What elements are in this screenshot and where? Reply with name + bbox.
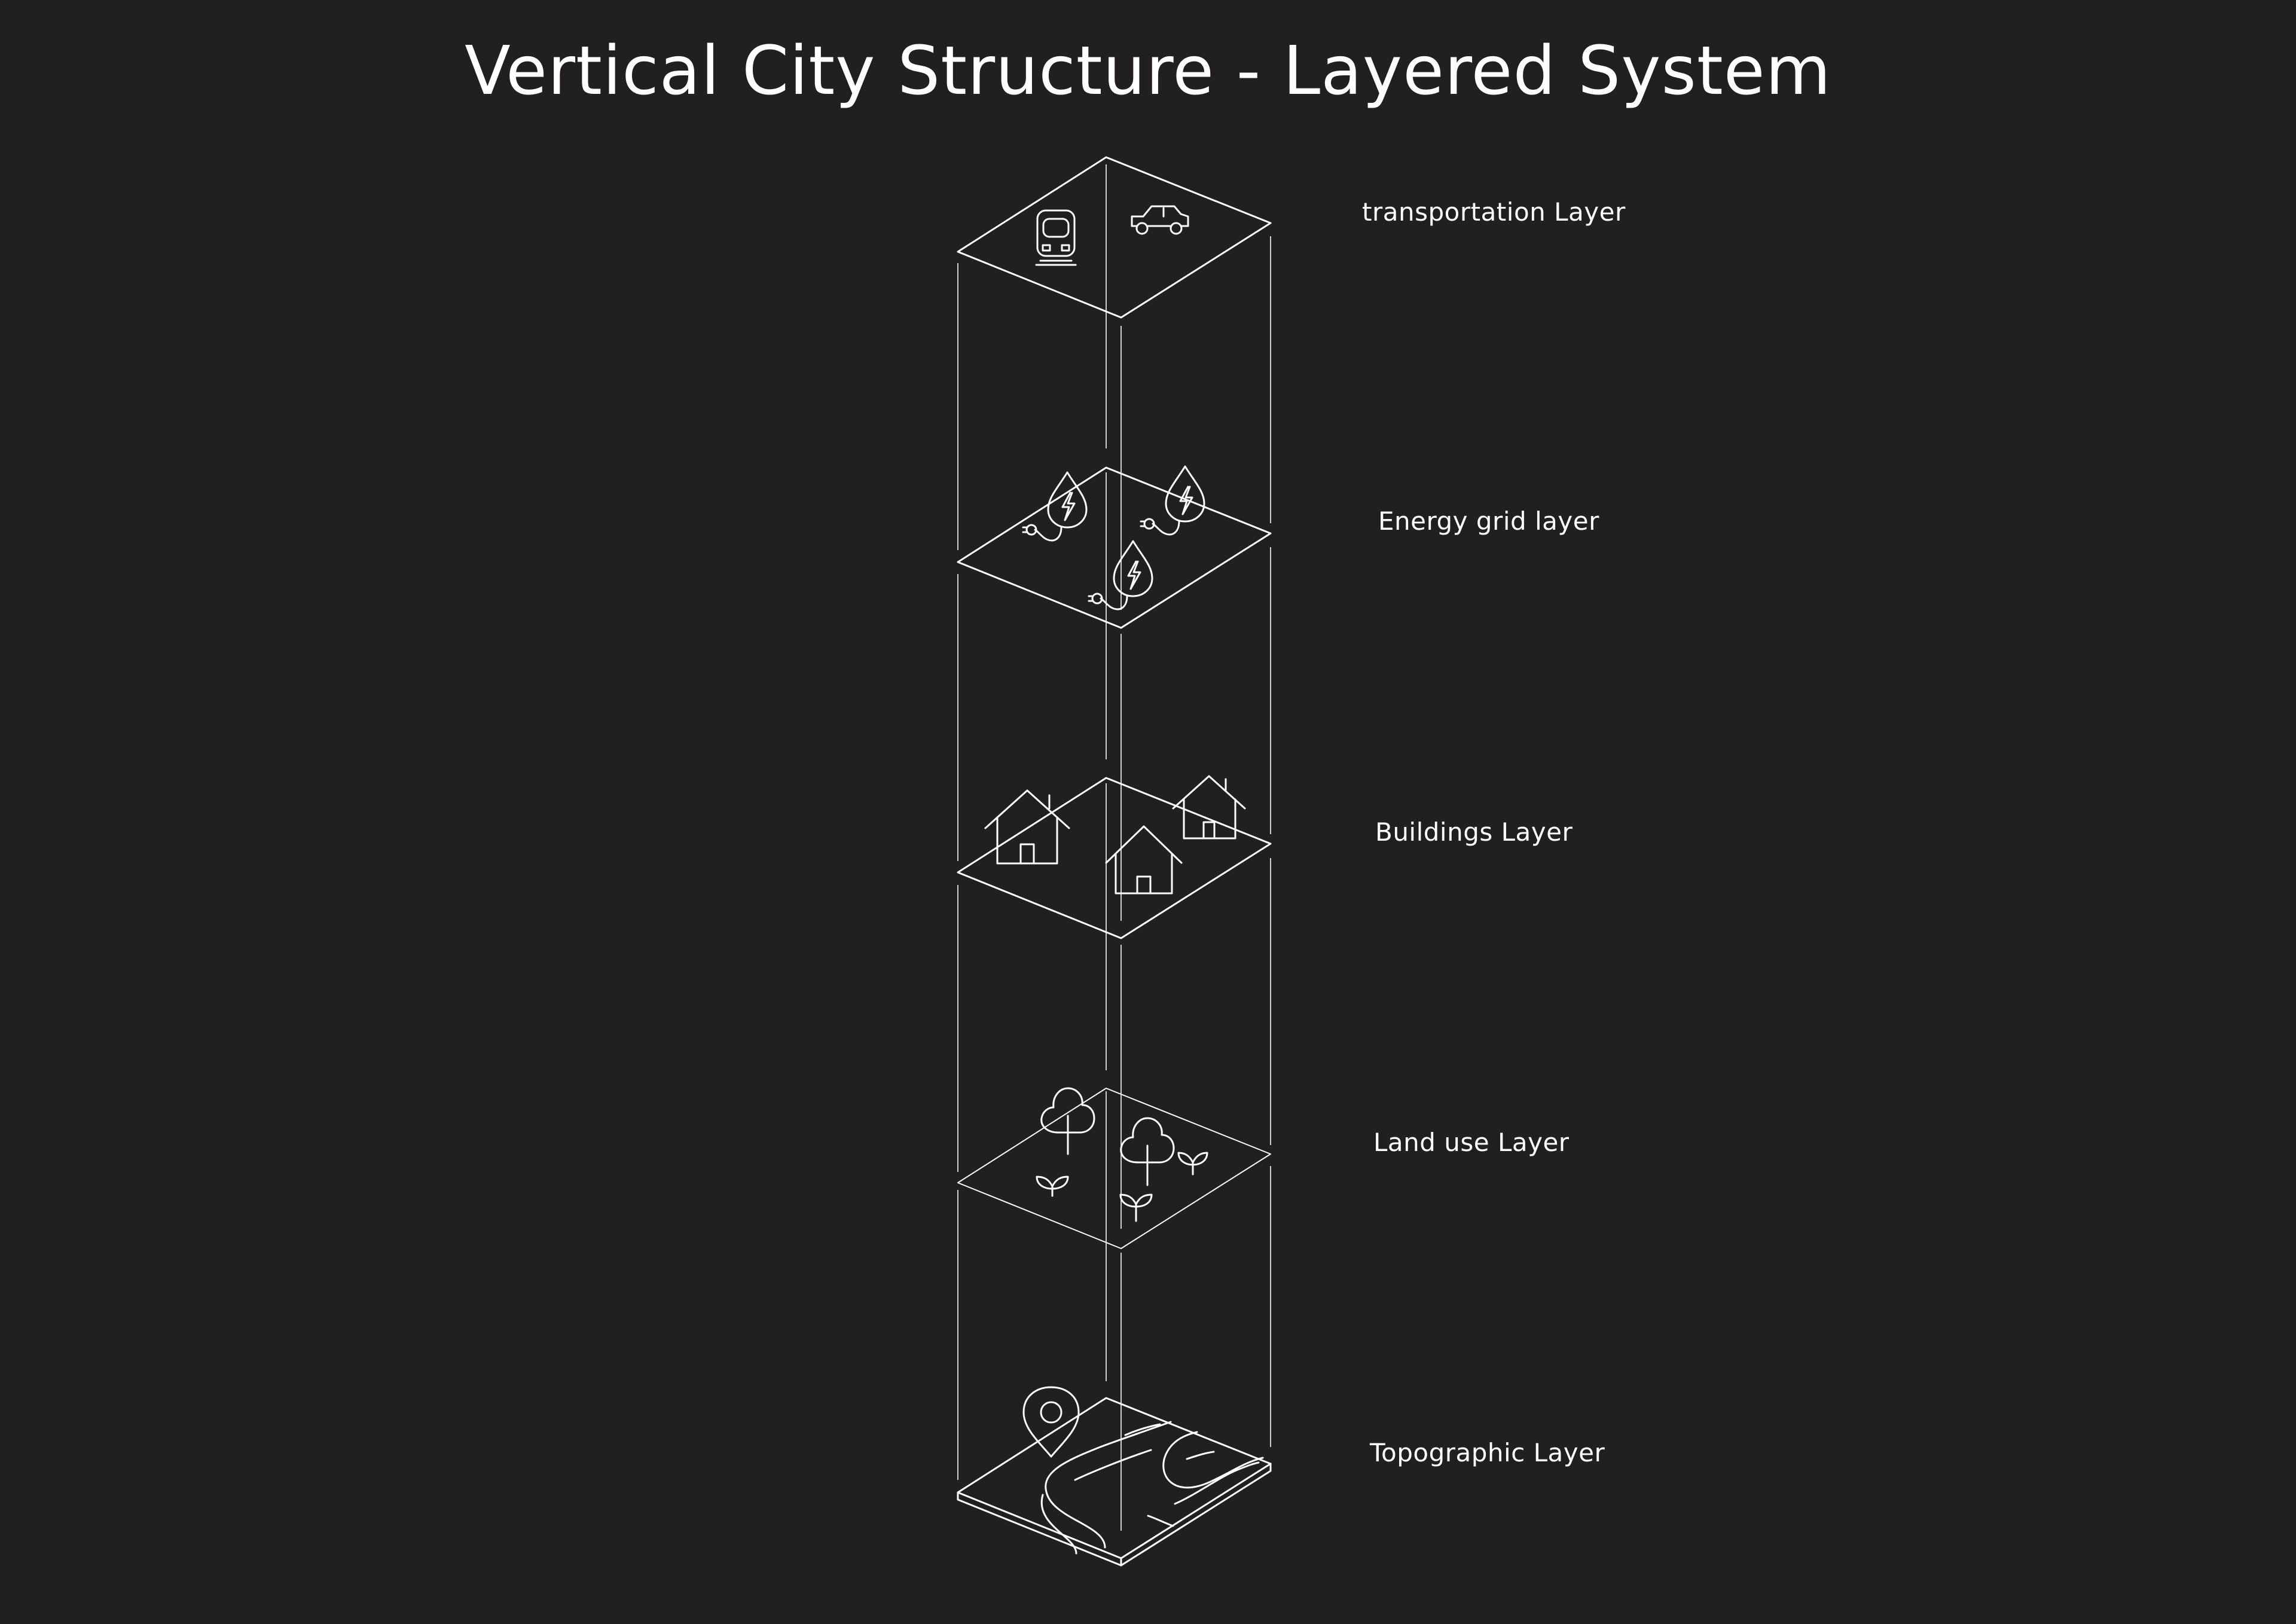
layer-label-topographic: Topographic Layer (1370, 1438, 1605, 1467)
sprout-icon (1177, 1152, 1208, 1176)
energy-drop-icon (1088, 540, 1153, 610)
layer-label-land-use: Land use Layer (1373, 1128, 1570, 1157)
car-icon (1131, 205, 1189, 235)
energy-plane (957, 466, 1272, 629)
layer-label-energy-grid: Energy grid layer (1378, 506, 1599, 536)
topographic-layer (957, 1386, 1272, 1567)
energy-grid-layer (957, 465, 1272, 629)
layer-label-transportation: transportation Layer (1362, 197, 1626, 227)
energy-drop-icon (1140, 465, 1205, 536)
buildings-plane (957, 777, 1272, 939)
energy-drop-icon (1022, 471, 1088, 542)
sprout-icon (1119, 1193, 1153, 1222)
house-icon (1172, 775, 1246, 840)
house-icon (984, 789, 1070, 865)
tree-icon (1040, 1087, 1095, 1155)
land-use-layer (957, 1087, 1271, 1249)
tree-icon (1120, 1117, 1175, 1186)
contour-lines-icon (1040, 1421, 1264, 1555)
layer-label-buildings: Buildings Layer (1375, 817, 1573, 847)
connector-lines (957, 164, 1271, 1531)
transportation-layer (957, 156, 1272, 319)
house-icon (1105, 825, 1183, 895)
transportation-plane (957, 156, 1272, 319)
train-icon (1035, 209, 1077, 266)
buildings-layer (957, 775, 1272, 939)
location-pin-icon (1022, 1386, 1080, 1458)
page-title: Vertical City Structure - Layered System (465, 32, 1831, 110)
topographic-plane (957, 1397, 1272, 1559)
sprout-icon (1036, 1176, 1069, 1197)
land-use-plane (957, 1088, 1271, 1249)
topographic-plane-thickness (957, 1463, 1272, 1567)
